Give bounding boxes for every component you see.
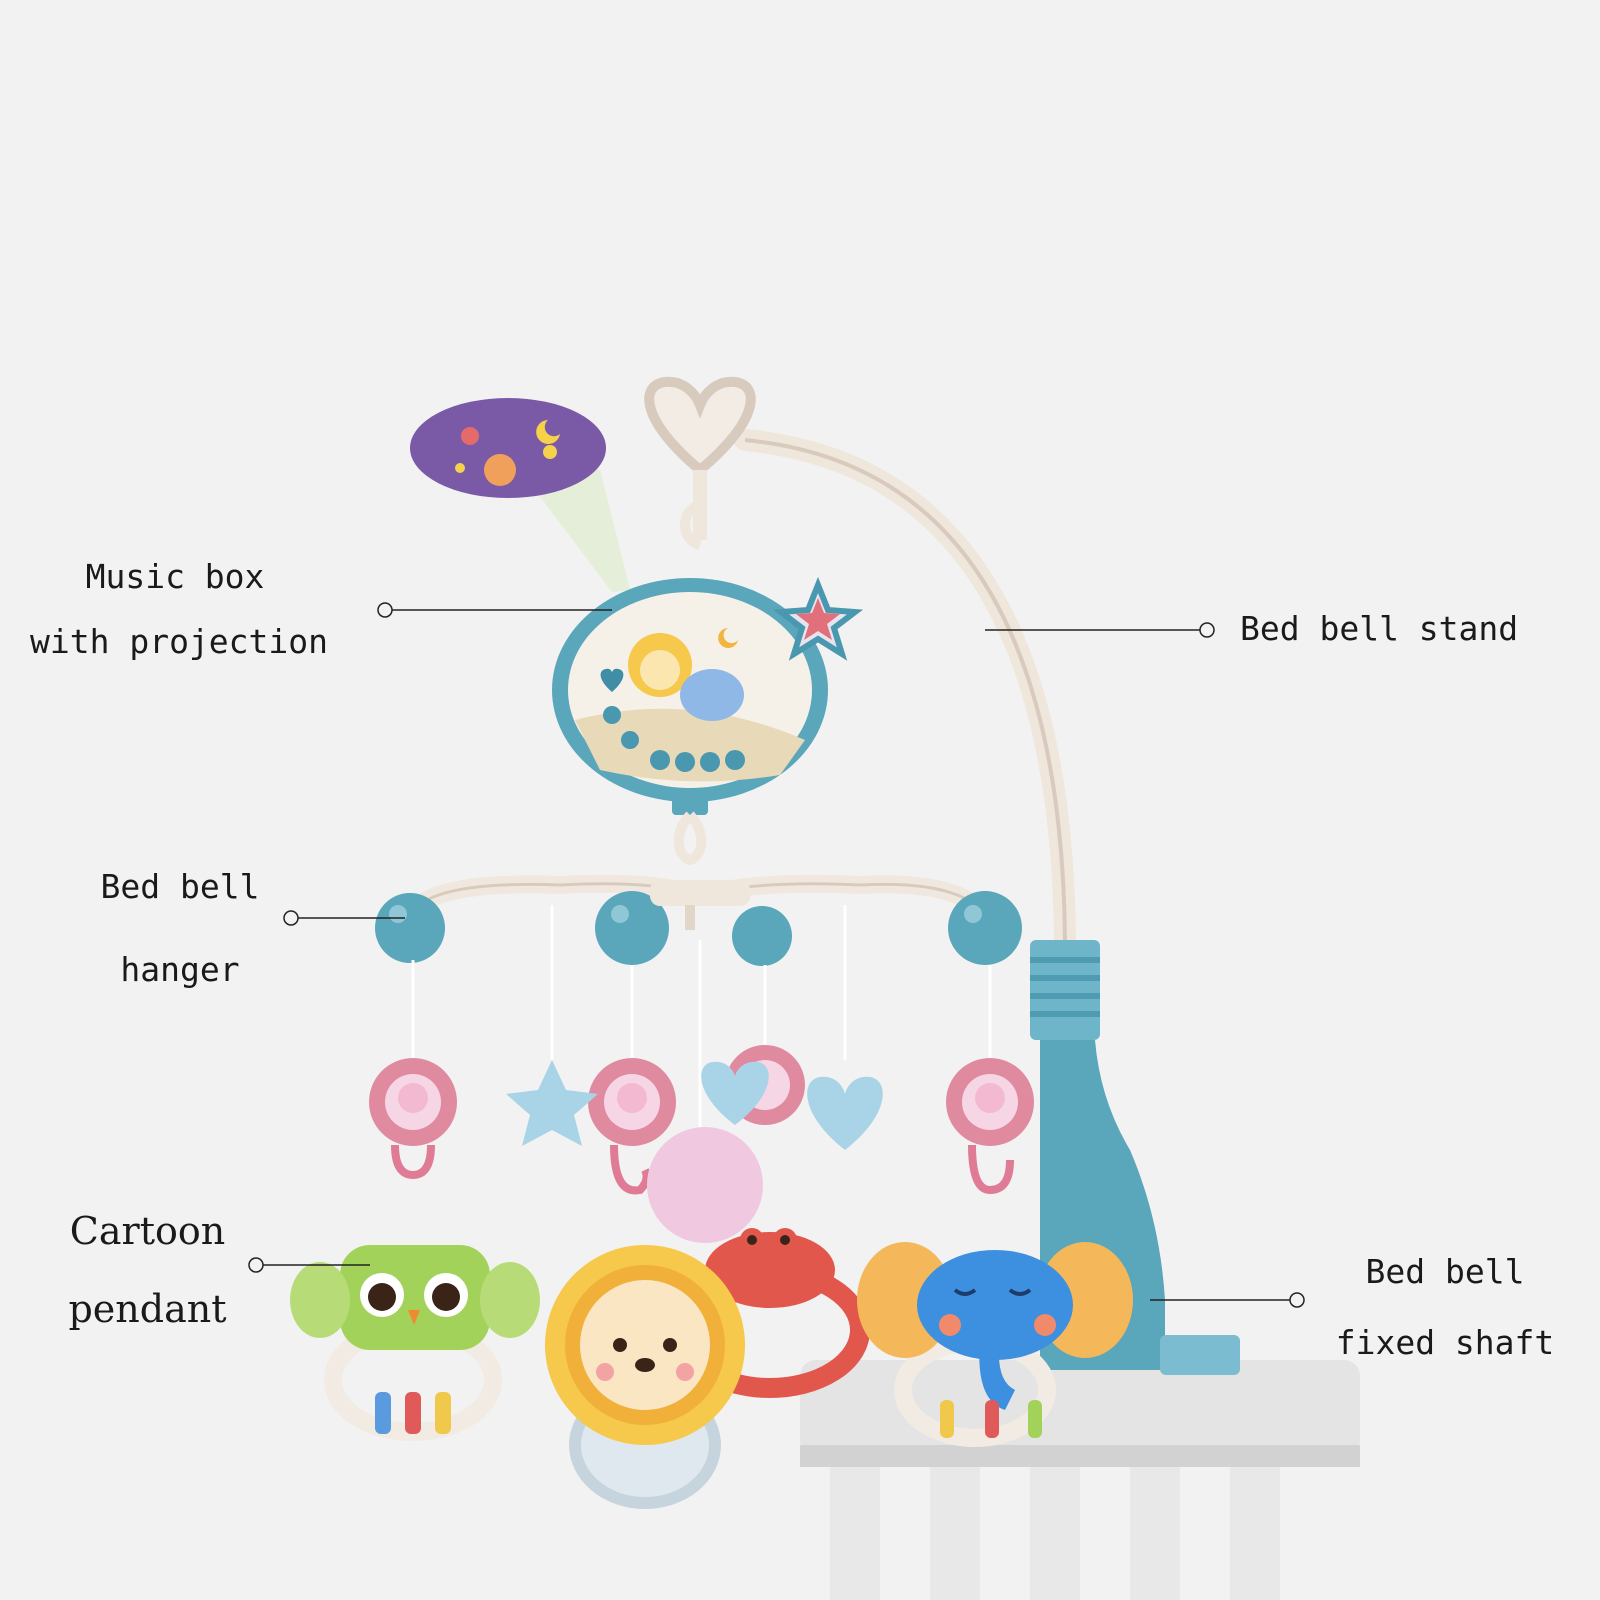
elephant-icon	[680, 669, 744, 721]
flower-icon	[369, 1058, 457, 1180]
callout-fixed-shaft-line1: Bed bell	[1365, 1252, 1525, 1291]
lion-icon	[545, 1245, 745, 1509]
projection	[410, 398, 630, 592]
callout-music-box: Music box with projection	[30, 557, 329, 661]
callout-fixed-shaft-line2: fixed shaft	[1335, 1323, 1555, 1362]
star-icon	[506, 1060, 598, 1146]
callout-pendant-line2: pendant	[68, 1287, 227, 1331]
moon-icon	[718, 628, 738, 648]
callout-stand: Bed bell stand	[1240, 612, 1518, 645]
flower-icon	[946, 1058, 1034, 1195]
callout-pendant: Cartoon pendant	[60, 1212, 235, 1328]
flower-icon	[588, 1058, 676, 1195]
crib-rail	[800, 1360, 1360, 1600]
pink-ball	[647, 1127, 763, 1243]
elephant-icon	[857, 1242, 1133, 1447]
heart-icon	[807, 1076, 883, 1150]
callout-hanger: Bed bell hanger	[80, 870, 280, 986]
callout-music-box-line1: Music box	[85, 557, 265, 596]
heart-icon	[600, 668, 624, 692]
callout-lines	[248, 602, 1305, 1308]
moon-icon	[536, 420, 560, 444]
callout-hanger-line2: hanger	[120, 950, 240, 989]
heart-icon	[644, 376, 756, 477]
owl-icon	[290, 1245, 540, 1441]
heart-icon	[701, 1061, 769, 1125]
callout-hanger-line1: Bed bell	[100, 867, 260, 906]
bed-bell-hanger	[375, 874, 1022, 966]
callout-music-box-line2: with projection	[30, 622, 329, 661]
music-box	[552, 500, 864, 866]
callout-pendant-line1: Cartoon	[69, 1209, 226, 1253]
strings	[411, 905, 992, 1130]
callout-stand-line1: Bed bell stand	[1240, 609, 1519, 648]
callout-fixed-shaft: Bed bell fixed shaft	[1325, 1255, 1565, 1359]
